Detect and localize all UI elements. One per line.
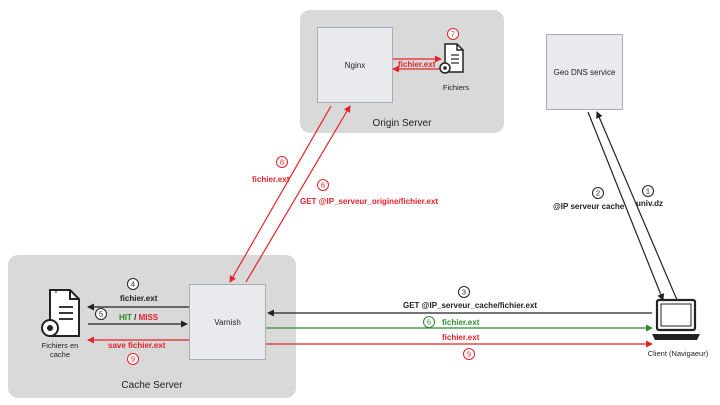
svg-text:9: 9 — [131, 355, 135, 364]
laptop-icon — [652, 298, 700, 340]
varnish-node: Varnish — [189, 284, 266, 360]
svg-text:8: 8 — [280, 158, 284, 167]
hit-miss-separator: / — [131, 313, 139, 322]
origin-server-label: Origin Server — [372, 118, 432, 129]
step-1-label: univ.dz — [636, 199, 663, 208]
step-badge-2: 2 — [592, 187, 604, 199]
step-6-green-label: fichier.ext — [442, 318, 480, 327]
step-badge-9-save: 9 — [127, 353, 139, 365]
svg-text:9: 9 — [467, 350, 471, 359]
origin-files-label: Fichiers — [442, 83, 470, 92]
cache-server-label: Cache Server — [121, 380, 183, 391]
geo-dns-node: Geo DNS service — [546, 34, 623, 110]
step-8-label: fichier.ext — [252, 175, 290, 184]
svg-text:6: 6 — [321, 181, 325, 190]
arrow-6-get-origin — [245, 105, 351, 283]
step-badge-5: 5 — [95, 308, 107, 320]
svg-text:2: 2 — [596, 189, 600, 198]
nginx-node: Nginx — [317, 27, 393, 103]
step-9-client-label: fichier.ext — [442, 333, 480, 342]
svg-text:3: 3 — [462, 288, 466, 297]
client-label: Client (Navigaeur) — [647, 349, 709, 358]
svg-text:7: 7 — [451, 30, 455, 39]
svg-text:6: 6 — [427, 318, 431, 327]
step-badge-9-client: 9 — [463, 348, 475, 360]
arrow-8-fichier — [229, 105, 332, 283]
document-gear-icon — [41, 289, 80, 337]
step-badge-6-origin: 6 — [317, 179, 329, 191]
step-7-label: fichier.ext — [398, 60, 436, 69]
step-2-label: @IP serveur cache — [553, 202, 625, 211]
step-4-label: fichier.ext — [120, 294, 158, 303]
arrow-1-univ-dz — [596, 111, 678, 301]
svg-text:5: 5 — [99, 310, 103, 319]
step-3-label: GET @IP_serveur_cache/fichier.ext — [403, 301, 538, 310]
step-badge-6-green: 6 — [423, 316, 435, 328]
step-9-save-label: save fichier.ext — [108, 341, 166, 350]
hit-label: HIT — [119, 313, 132, 322]
step-5-label: HIT / MISS — [119, 313, 158, 322]
step-badge-1: 1 — [642, 185, 654, 197]
document-gear-icon — [439, 43, 464, 74]
step-badge-4: 4 — [127, 278, 139, 290]
svg-text:1: 1 — [646, 187, 650, 196]
step-badge-7: 7 — [447, 28, 459, 40]
step-badge-3: 3 — [458, 286, 470, 298]
arrow-2-ip-cache — [587, 111, 665, 301]
cache-files-label: Fichiers en cache — [41, 341, 79, 359]
step-badge-8: 8 — [276, 156, 288, 168]
svg-text:4: 4 — [131, 280, 135, 289]
step-6-origin-label: GET @IP_serveur_origine/fichier.ext — [300, 197, 439, 206]
miss-label: MISS — [138, 313, 159, 322]
